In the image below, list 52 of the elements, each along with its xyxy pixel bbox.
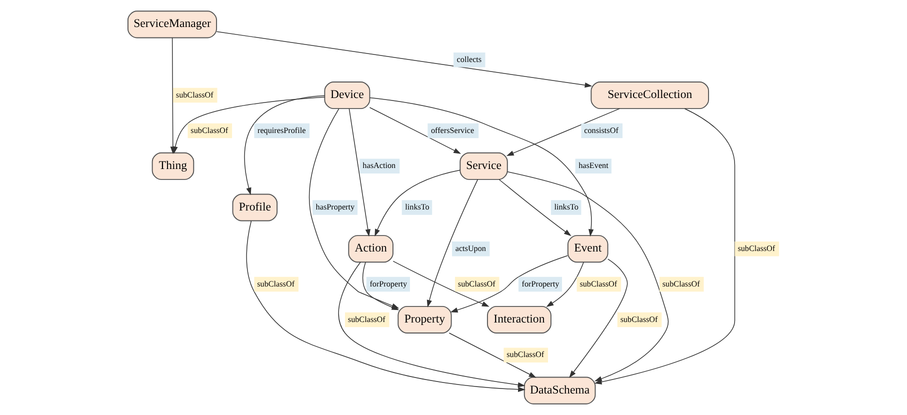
edge-label: hasProperty [316,202,355,212]
edge-label: collects [456,54,482,64]
edge-label: linksTo [554,202,578,212]
edge-label: linksTo [405,202,430,212]
edge-label: hasAction [362,161,396,170]
arrow [246,220,526,392]
edge-label: offersService [430,126,474,135]
edge-label: subClassOf [738,244,776,253]
edge-label: subClassOf [620,314,658,324]
edge-label: actsUpon [455,244,486,253]
edge-label: forProperty [522,279,560,288]
arrow [507,171,669,382]
arrow [546,262,584,307]
node-box: Interaction [486,306,552,334]
edge-label: subClassOf [348,314,386,324]
node-box: ServiceCollection [590,82,710,110]
arrow [392,260,490,307]
node-box: ServiceManager [127,10,218,38]
node-box: Thing [152,152,194,180]
arrow [506,108,620,156]
arrow [569,258,628,378]
edge-label: subClassOf [190,126,228,135]
node-box: Device [324,82,370,110]
arrow [348,108,370,237]
node-box: Service [460,152,508,180]
edge-label: subClassOf [662,279,700,288]
edge-label: subClassOf [176,90,214,100]
arrow [374,170,460,236]
arrow [170,38,176,154]
edge-label: subClassOf [458,279,496,288]
node-box: Property [398,306,452,334]
edge-label: consistsOf [584,126,618,135]
arrow [338,262,526,388]
arrow [216,31,592,88]
node-box: DataSchema [524,376,596,404]
arrow [369,107,462,154]
edge-label: requiresProfile [258,126,306,135]
node-box: Profile [232,194,278,222]
arrow [370,97,594,237]
edge-label: subClassOf [506,350,544,360]
edge-label: hasEvent [578,161,608,170]
edge-label: subClassOf [580,279,618,288]
edge-label: subClassOf [257,279,295,288]
arrow [426,179,478,308]
arrow [244,95,325,196]
arrow [498,179,572,236]
edge-label: forProperty [370,279,408,288]
node-box: Event [567,235,608,263]
arrow [450,255,568,312]
arrow [448,332,536,378]
arrow [594,108,736,384]
node-box: Action [348,235,394,263]
